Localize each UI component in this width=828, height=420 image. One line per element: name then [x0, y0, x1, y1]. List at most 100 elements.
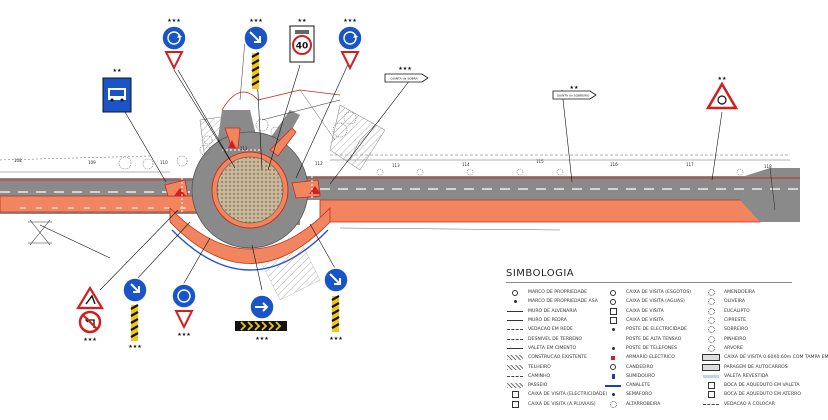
legend-symbol	[702, 307, 720, 315]
legend-item: VALETA EM CIMENTO	[506, 344, 607, 353]
legend-symbol	[604, 326, 622, 333]
legend-item: CAIXA DE VISITA (ESGOTOS)	[604, 288, 691, 297]
legend-item: TELHEIRO	[506, 362, 607, 371]
sign-rating-stars: ★★★	[249, 18, 263, 24]
legend-item: POSTE DE ELECTRICIDADE	[604, 325, 691, 334]
sign-roundabout-bottom: ★★★	[171, 283, 197, 338]
legend-divider	[506, 282, 792, 283]
sign-rating-stars: ★★★	[177, 332, 191, 338]
legend-item: ARMARIO ELECTRICO	[604, 353, 691, 362]
legend-item: CAIXA DE VISITA 0.60X0.60m COM TAMPA EM	[702, 353, 828, 362]
km-label: 118	[764, 164, 772, 169]
legend-symbol	[604, 382, 622, 389]
main-road	[0, 167, 800, 223]
legend-item: DESNIVEL DE TERRENO	[506, 334, 607, 343]
legend-item-label: CAIXA DE VISITA	[626, 308, 664, 314]
legend-column-3: AMENDOEIRA OLIVEIRA EUCALIPTO CIPRESTE SOBRE…	[702, 288, 828, 409]
bottom-left-linework	[28, 219, 52, 246]
legend-item: MURO DE ALVENARIA	[506, 307, 607, 316]
sign-rating-stars: ★★	[570, 85, 579, 91]
legend-item-label: MURO DE ALVENARIA	[528, 308, 578, 314]
legend-item: EUCALIPTO	[702, 307, 828, 316]
legend-symbol	[604, 373, 622, 380]
legend-item: MARCO DE PROPRIEDADE ASA	[506, 297, 607, 306]
legend-item: CAIXA DE VISITA	[604, 316, 691, 325]
legend-item: PASSEIO	[506, 381, 607, 390]
legend-symbol	[702, 344, 720, 352]
legend-symbol	[702, 335, 720, 343]
sign-leader-lines	[39, 54, 723, 291]
legend-symbol	[702, 373, 720, 380]
km-label: 115	[536, 159, 544, 164]
legend-symbol	[604, 317, 622, 325]
legend-item-label: CAIXA DE VISITA 0.60X0.60m COM TAMPA EM	[724, 355, 828, 361]
km-label: 114	[462, 162, 470, 167]
legend-item: SUMIDOURO	[604, 372, 691, 381]
legend-item-label: CIPRESTE	[724, 318, 747, 324]
legend-item-label: OLIVEIRA	[724, 299, 746, 305]
legend-title: SIMBOLOGIA	[506, 268, 575, 279]
legend-item-label: BOCA DE AQUEDUTO EM ATERRO	[724, 392, 801, 398]
legend-item: ALTARROBEIRA	[604, 400, 691, 409]
tree-symbols	[118, 111, 744, 176]
legend-item-label: CAIXA DE VISITA (ELECTRICIDADE)	[528, 392, 608, 398]
legend-symbol	[506, 336, 524, 343]
legend-item: PARAGEM DE AUTOCARROS	[702, 362, 828, 371]
sign-rating-stars: ★★★	[167, 18, 181, 24]
legend-symbol	[506, 373, 524, 380]
legend-symbol	[506, 326, 524, 333]
sign-rating-stars: ★★★	[329, 336, 343, 342]
sign-rating-stars: ★★★	[398, 66, 412, 72]
legend-item: CAIXA DE VISITA (ELECTRICIDADE)	[506, 390, 607, 399]
legend-item-label: AMENDOEIRA	[724, 290, 756, 296]
legend-symbol	[702, 363, 720, 371]
km-label: 111	[240, 146, 248, 151]
legend-item: OLIVEIRA	[702, 297, 828, 306]
legend-item-label: PASSEIO	[528, 383, 548, 389]
legend-item-label: CONSTRUCAO EXISTENTE	[528, 355, 588, 361]
speed-limit-value: 40	[296, 42, 309, 52]
sign-arrow-bottom-2: ★★★	[323, 267, 349, 342]
legend-item-label: POSTE DE ELECTRICIDADE	[626, 327, 687, 333]
legend-item: CIPRESTE	[702, 316, 828, 325]
legend-item: CAIXA DE VISITA (AGUAS)	[604, 297, 691, 306]
legend-item-label: MARCO DE PROPRIEDADE	[528, 290, 588, 296]
legend-item-label: ARVORE	[724, 345, 743, 351]
legend-symbol	[604, 345, 622, 352]
legend-item: CAMINHO	[506, 372, 607, 381]
legend-item-label: SOBREIRO	[724, 327, 748, 333]
legend-item-label: PINHEIRO	[724, 336, 747, 342]
legend-item-label: VALETA REVESTIDA	[724, 373, 769, 379]
legend-symbol	[506, 345, 524, 352]
legend-item: VEDACAO EM REDE	[506, 325, 607, 334]
legend-item-label: ARMARIO ELECTRICO	[626, 355, 675, 361]
speed-limit-sign: ★★ 40	[289, 18, 315, 63]
legend-symbol	[604, 298, 622, 305]
legend-item: POSTE DE ALTA TENSAO	[604, 334, 691, 343]
legend-symbol	[506, 400, 524, 408]
place-sign-label: QUINTA do SOBREIRO	[557, 93, 590, 97]
legend-item-label: POSTE DE TELEFONES	[626, 345, 678, 351]
legend-item: SEMAFORO	[604, 390, 691, 399]
legend-item: CONSTRUCAO EXISTENTE	[506, 353, 607, 362]
legend-symbol	[604, 336, 622, 343]
legend-item: BOCA DE AQUEDUTO EM VALETA	[702, 381, 828, 390]
sign-rating-stars: ★★	[113, 68, 122, 74]
legend-item: BOCA DE AQUEDUTO EM ATERRO	[702, 390, 828, 399]
legend-item: AMENDOEIRA	[702, 288, 828, 297]
legend-item: MARCO DE PROPRIEDADE	[506, 288, 607, 297]
legend-item-label: MARCO DE PROPRIEDADE ASA	[528, 299, 598, 305]
sign-arrow-top-2: ★★★	[243, 18, 269, 89]
legend-item-label: CANALETE	[626, 383, 651, 389]
sign-rating-stars: ★★★	[255, 336, 269, 342]
legend-item-label: DESNIVEL DE TERRENO	[528, 336, 583, 342]
km-label: 112	[315, 161, 323, 166]
km-label: 108	[14, 158, 22, 163]
place-sign-quinta-sobreiro: ★★ QUINTA do SOBREIRO	[552, 85, 597, 100]
legend-symbol	[604, 307, 622, 315]
km-label: 113	[392, 163, 400, 168]
sign-roundabout-top-1: ★★★	[161, 18, 187, 71]
legend-symbol	[604, 364, 622, 371]
sign-arrow-bottom-1: ★★★	[122, 277, 148, 350]
legend-item: CANALETE	[604, 381, 691, 390]
